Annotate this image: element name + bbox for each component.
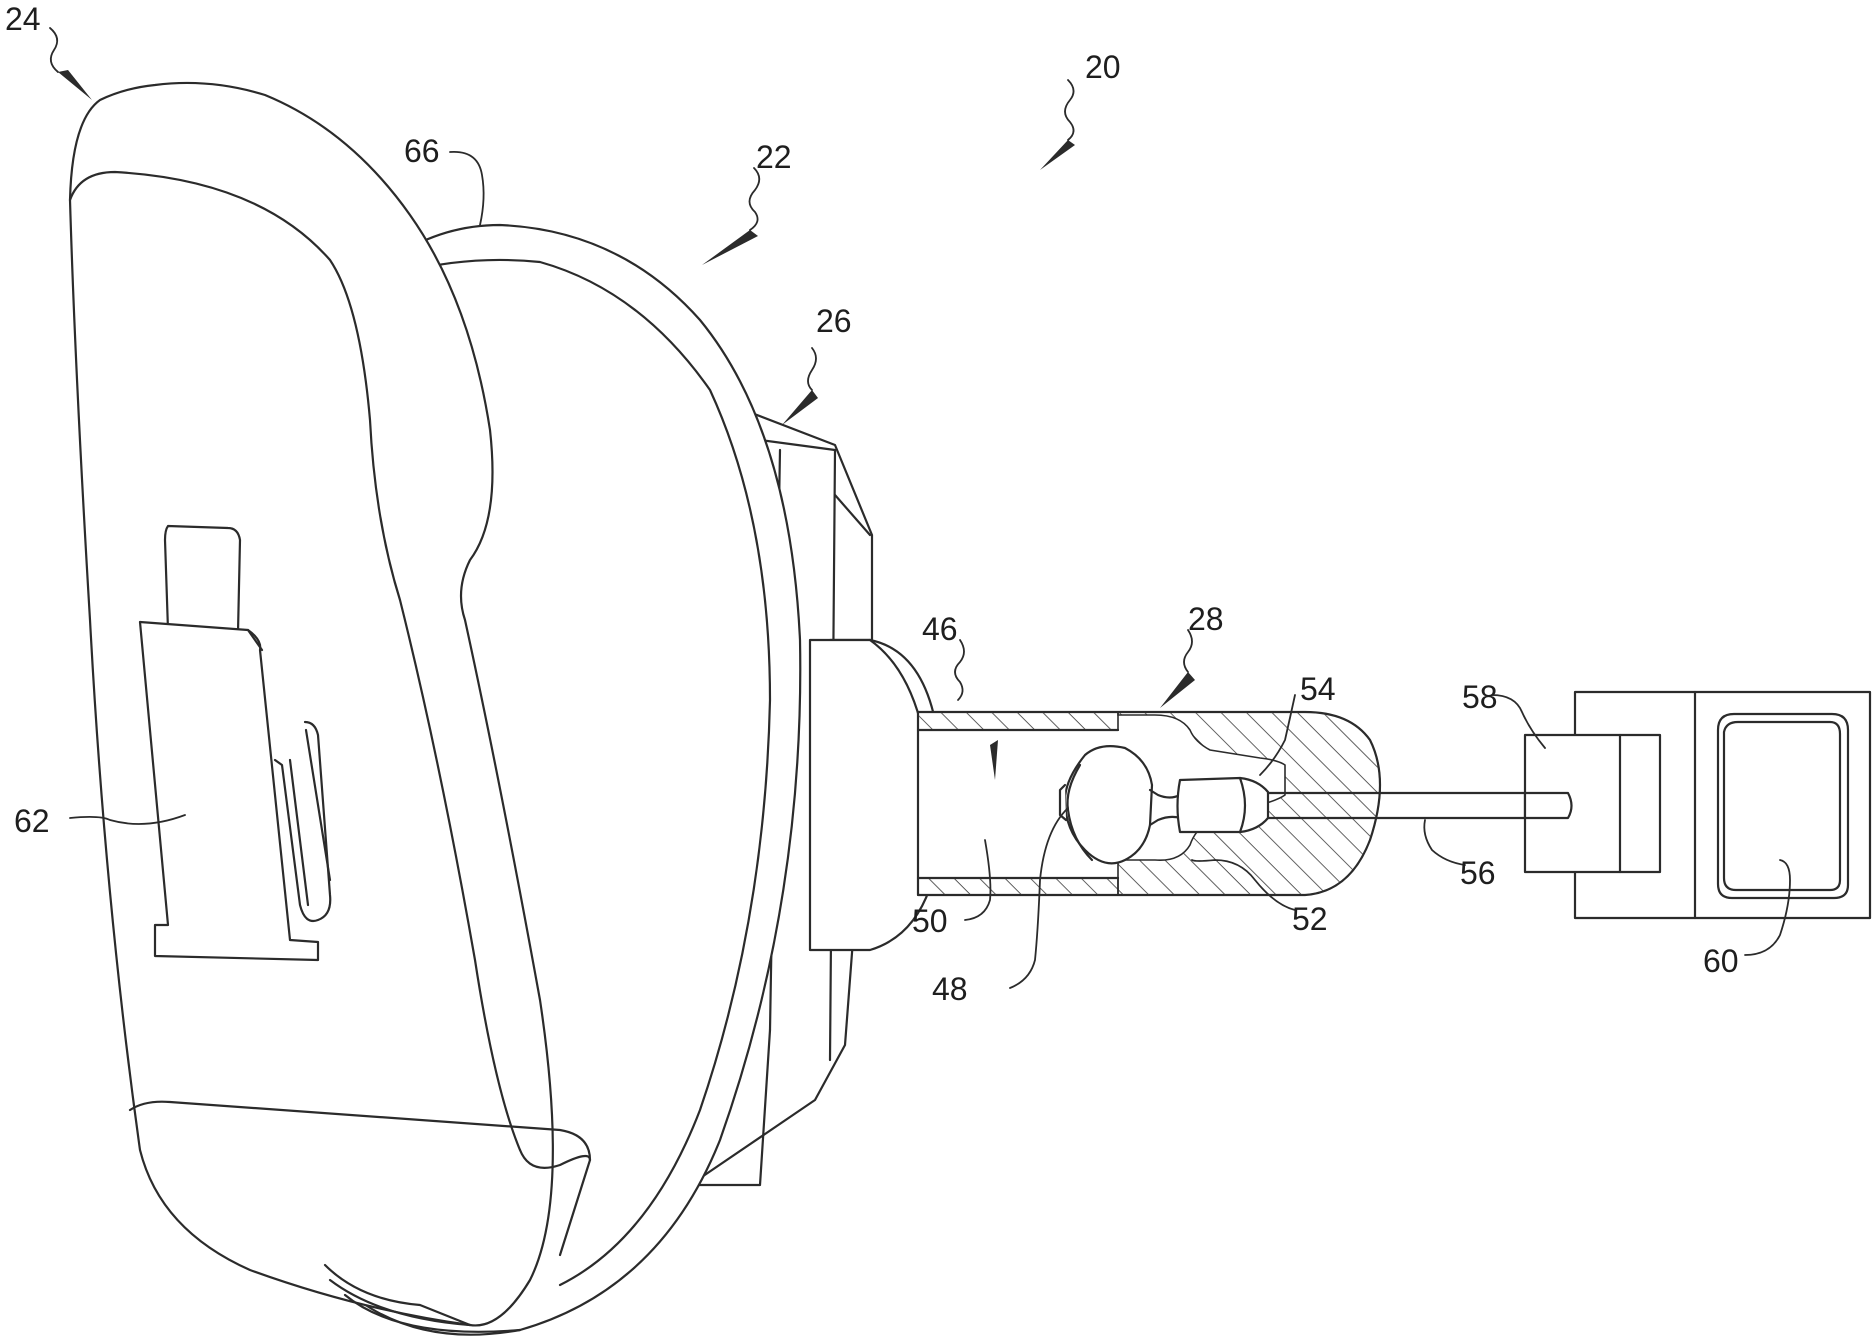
label-device: 22	[756, 139, 792, 175]
label-stem: 54	[1300, 671, 1336, 707]
label-rim: 66	[404, 133, 440, 169]
label-valve: 48	[932, 971, 968, 1007]
label-chamber: 46	[922, 611, 958, 647]
label-housing: 24	[5, 1, 41, 37]
label-seat: 52	[1292, 901, 1328, 937]
label-tube: 28	[1188, 601, 1224, 637]
label-assembly: 20	[1085, 49, 1121, 85]
label-rod: 56	[1460, 855, 1496, 891]
label-actuator: 58	[1462, 679, 1498, 715]
label-bore: 50	[912, 903, 948, 939]
label-controller: 60	[1703, 943, 1739, 979]
label-panel: 62	[14, 803, 50, 839]
actuator-and-controller	[1525, 692, 1870, 918]
label-base: 26	[816, 303, 852, 339]
